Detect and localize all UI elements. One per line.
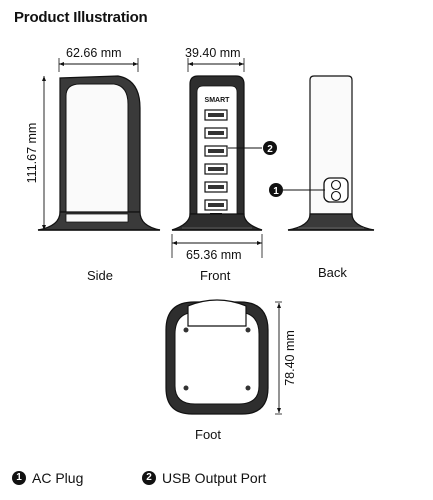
front-base-width-dimension: 65.36 mm: [186, 248, 242, 262]
foot-view: [165, 299, 282, 415]
callout-2-number: 2: [267, 144, 273, 155]
usb-ports: [204, 109, 228, 211]
legend-label-ac-plug: AC Plug: [32, 470, 84, 486]
legend-item-ac-plug: 1 AC Plug: [12, 470, 83, 486]
view-label-front: Front: [200, 268, 231, 283]
view-label-side: Side: [87, 268, 114, 283]
callout-1-number: 1: [273, 186, 279, 197]
side-view: [37, 58, 161, 231]
smart-badge: SMART: [205, 97, 231, 104]
view-label-back: Back: [318, 265, 347, 280]
front-view: [171, 58, 263, 258]
side-height-dimension: 111.67 mm: [25, 123, 39, 184]
legend-badge-2: 2: [142, 471, 156, 485]
back-view: [283, 75, 375, 231]
legend-label-usb-port: USB Output Port: [162, 470, 267, 486]
ac-plug-socket: [323, 177, 349, 203]
view-label-foot: Foot: [195, 427, 222, 442]
legend-badge-1: 1: [12, 471, 26, 485]
page-title: Product Illustration: [14, 9, 148, 26]
foot-depth-dimension: 78.40 mm: [283, 330, 297, 386]
side-width-dimension: 62.66 mm: [66, 46, 122, 60]
front-top-width-dimension: 39.40 mm: [185, 46, 241, 60]
callout-badge-2: 2: [263, 141, 277, 155]
callout-badge-1: 1: [269, 183, 283, 197]
legend-item-usb-port: 2 USB Output Port: [142, 470, 266, 486]
